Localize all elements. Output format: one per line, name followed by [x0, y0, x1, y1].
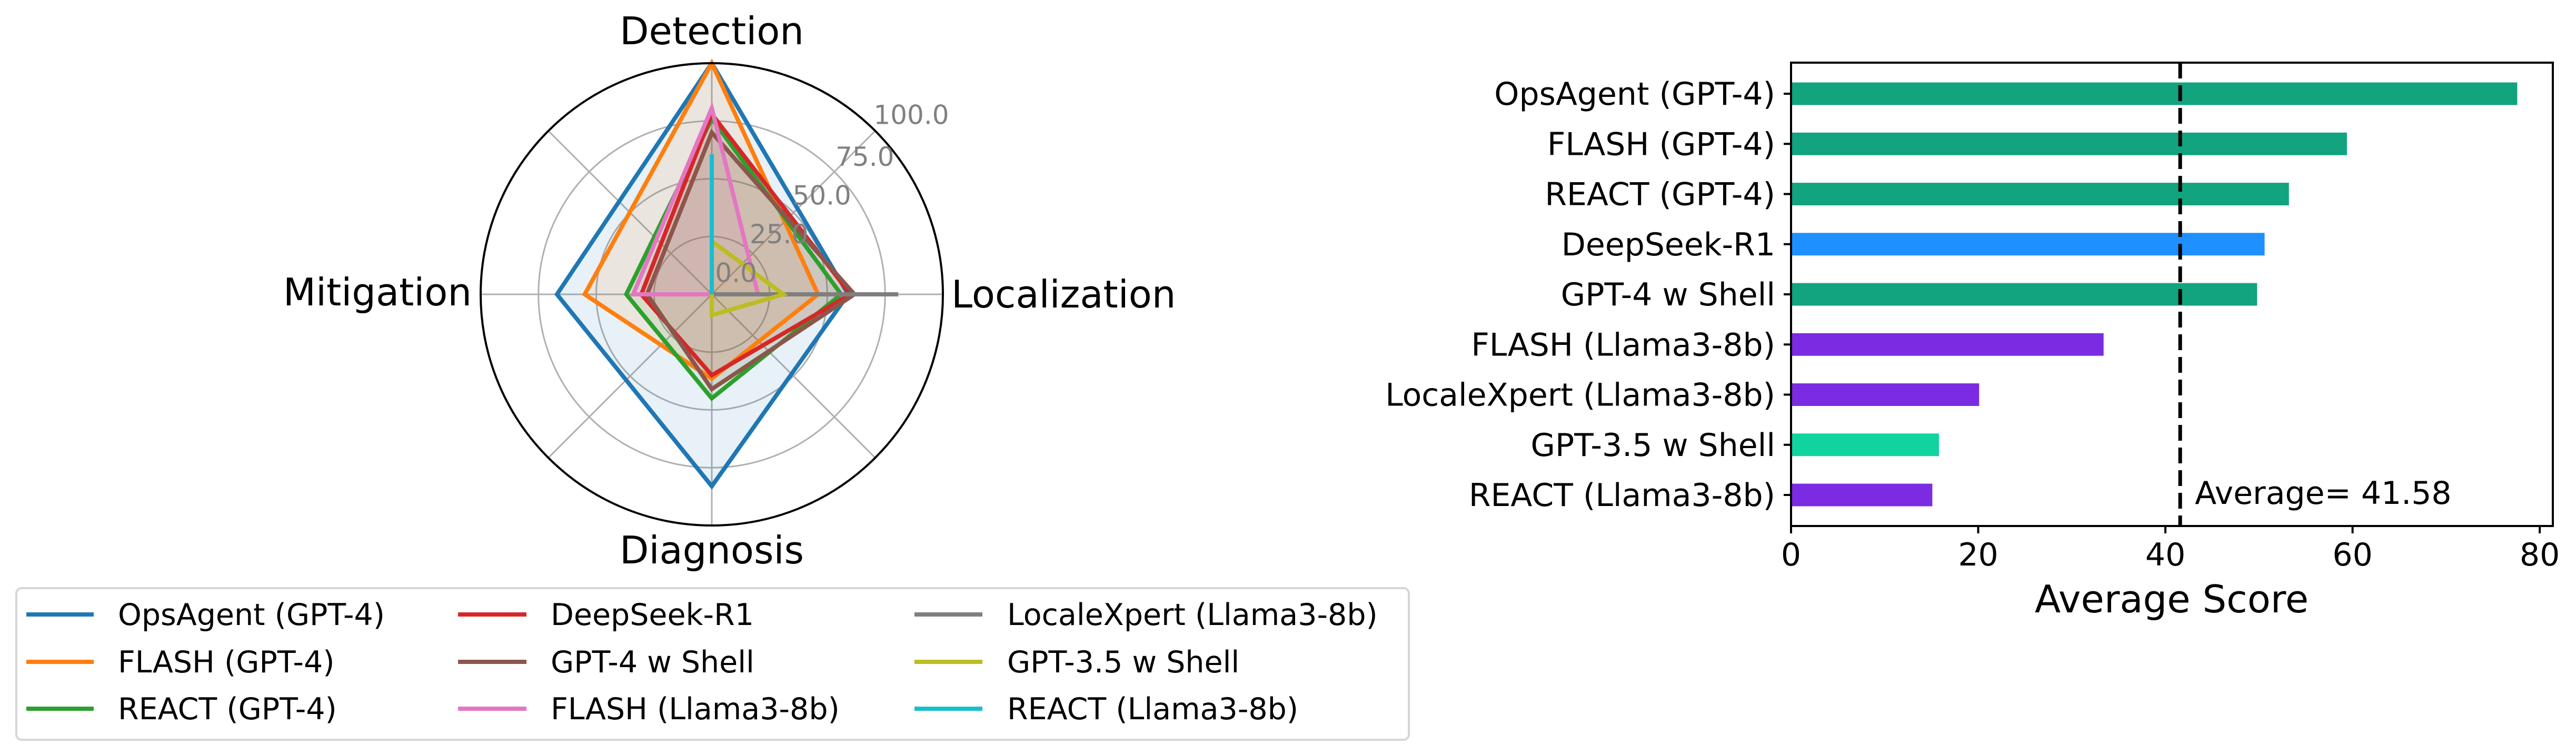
bar [1791, 183, 2289, 205]
radar-axis-label-detection: Detection [620, 9, 804, 53]
legend-item: GPT-3.5 w Shell [914, 645, 1239, 680]
legend-label: FLASH (Llama3-8b) [551, 692, 840, 727]
legend-item: FLASH (Llama3-8b) [458, 692, 840, 727]
legend-item: REACT (GPT-4) [26, 692, 337, 727]
legend-label: LocaleXpert (Llama3-8b) [1007, 598, 1378, 632]
radar-axis-label-diagnosis: Diagnosis [620, 528, 804, 572]
radar-radial-tick-label: 0.0 [715, 258, 757, 289]
radar-chart: 0.0 25.0 50.0 75.0 100.0 Detection Localizat… [283, 9, 1176, 572]
radar-axis-label-localization: Localization [951, 272, 1176, 316]
y-tick-label: FLASH (Llama3-8b) [1471, 326, 1775, 363]
radar-lines [554, 58, 899, 490]
x-tick-label: 40 [2145, 537, 2185, 573]
radar-series-line [623, 114, 844, 402]
bar [1791, 483, 1933, 507]
bar [1791, 82, 2518, 105]
legend-frame [15, 587, 1410, 741]
legend-label: FLASH (GPT-4) [118, 645, 334, 680]
radar-radial-tick-label: 50.0 [793, 181, 851, 211]
x-tick-label: 60 [2332, 537, 2372, 573]
legend-item: FLASH (GPT-4) [26, 645, 334, 680]
legend-item: GPT-4 w Shell [458, 645, 754, 680]
bar-bars [1791, 82, 2518, 507]
bar [1791, 333, 2104, 356]
legend-item: REACT (Llama3-8b) [914, 692, 1298, 727]
legend-label: REACT (Llama3-8b) [1007, 692, 1298, 727]
x-tick-label: 80 [2520, 537, 2560, 573]
y-tick-label: DeepSeek-R1 [1561, 226, 1775, 263]
radar-radial-tick-labels: 0.0 25.0 50.0 75.0 100.0 [715, 100, 949, 289]
y-tick-label: REACT (Llama3-8b) [1469, 477, 1775, 514]
bar-x-axis-label: Average Score [2035, 577, 2309, 621]
radar-radial-tick-label: 75.0 [836, 142, 894, 172]
radar-radial-tick-label: 100.0 [873, 100, 949, 131]
bar [1791, 433, 1939, 457]
radar-series-fill [556, 63, 848, 487]
legend-label: REACT (GPT-4) [118, 692, 337, 727]
legend-items: OpsAgent (GPT-4) FLASH (GPT-4) REACT (GPT-… [26, 598, 1378, 727]
bar-y-tick-labels: OpsAgent (GPT-4) FLASH (GPT-4) REACT (GPT-… [1385, 76, 1791, 514]
legend-label: DeepSeek-R1 [551, 598, 754, 632]
bar-chart: Average= 41.58 OpsAgent (GPT-4) FLASH (GP… [1385, 62, 2560, 621]
y-tick-label: LocaleXpert (Llama3-8b) [1385, 377, 1775, 414]
radar-series-line [644, 128, 858, 392]
legend-item: DeepSeek-R1 [458, 598, 754, 632]
radar-series-fill [712, 241, 784, 315]
radar-outer-frame [480, 62, 944, 527]
bar [1791, 283, 2257, 306]
y-tick-label: FLASH (GPT-4) [1547, 126, 1775, 163]
y-tick-label: GPT-3.5 w Shell [1531, 427, 1775, 464]
x-tick-label: 0 [1781, 537, 1801, 573]
bar-x-tick-labels: 0 20 40 60 80 [1781, 526, 2560, 573]
legend-label: GPT-4 w Shell [551, 645, 754, 680]
legend-item: OpsAgent (GPT-4) [26, 598, 385, 632]
bar [1791, 132, 2347, 155]
legend-item: LocaleXpert (Llama3-8b) [914, 598, 1378, 632]
radar-axis-label-mitigation: Mitigation [283, 270, 472, 314]
legend: OpsAgent (GPT-4) FLASH (GPT-4) REACT (GPT-… [15, 587, 1410, 741]
legend-label: OpsAgent (GPT-4) [118, 598, 385, 632]
legend-label: GPT-3.5 w Shell [1007, 645, 1239, 680]
radar-series-line [554, 59, 851, 490]
radar-radial-tick-label: 25.0 [750, 219, 808, 250]
bar [1791, 233, 2265, 256]
average-annotation: Average= 41.58 [2195, 475, 2452, 512]
y-tick-label: REACT (GPT-4) [1545, 176, 1775, 213]
y-tick-label: OpsAgent (GPT-4) [1494, 76, 1775, 113]
bar [1791, 383, 1980, 406]
x-tick-label: 20 [1958, 537, 1998, 573]
y-tick-label: GPT-4 w Shell [1561, 276, 1775, 313]
